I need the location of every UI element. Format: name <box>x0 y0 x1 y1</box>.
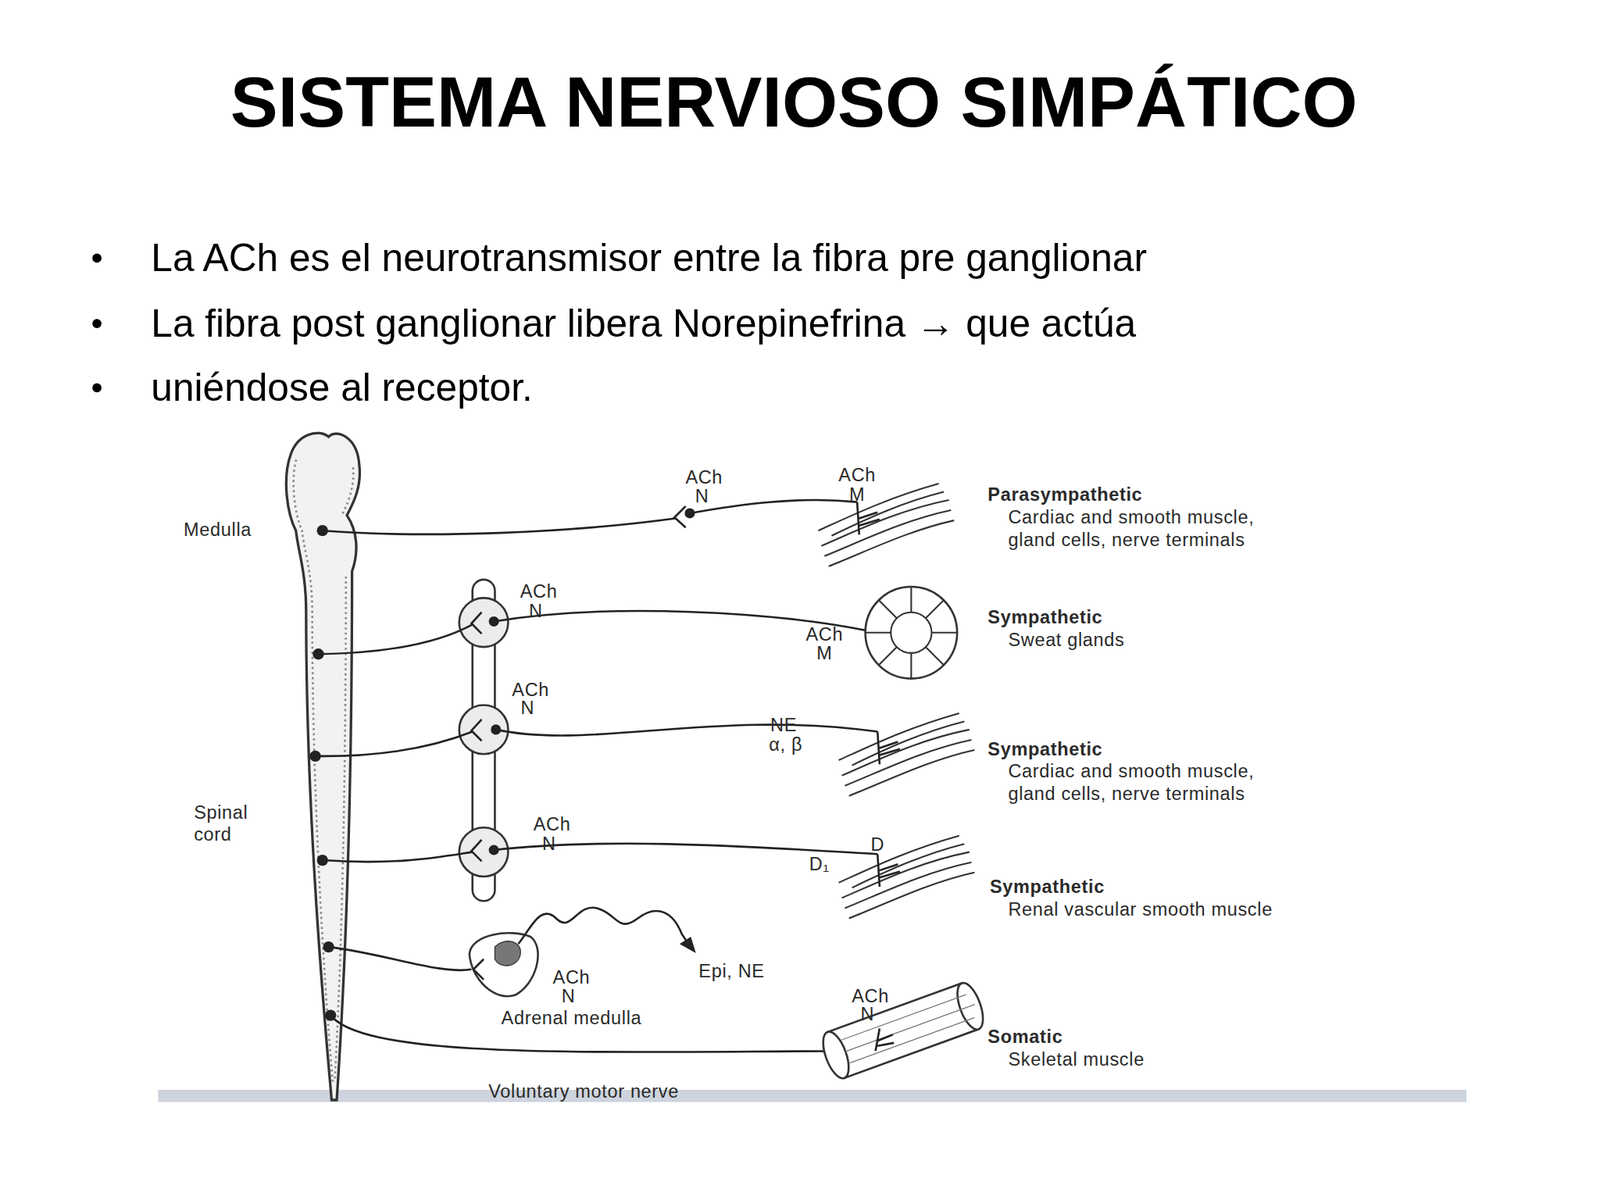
smooth-muscle <box>839 713 975 797</box>
receptor-label: N <box>561 984 576 1008</box>
organ-label: Adrenal medulla <box>501 1007 643 1030</box>
bullet-text: La fibra post ganglionar libera Norepine… <box>150 300 1136 347</box>
neurotransmitter-label: NE <box>770 714 797 737</box>
target-description: Skeletal muscle <box>1007 1047 1144 1071</box>
receptor-label: α, β <box>768 733 803 757</box>
receptor-label: N <box>528 600 543 623</box>
bullet-text: uniéndose al receptor. <box>150 364 533 411</box>
neurotransmitter-label: ACh <box>851 984 890 1008</box>
region-label: Spinal cord <box>193 800 258 846</box>
synapse-symbol <box>471 719 482 741</box>
synapse-symbol <box>471 612 482 634</box>
preganglionic-fiber <box>315 731 473 756</box>
preganglionic-fiber <box>328 946 472 971</box>
synapse-symbol <box>674 506 686 528</box>
division-heading: Sympathetic <box>987 737 1103 761</box>
skeletal-muscle <box>817 979 989 1082</box>
region-label: Medulla <box>183 518 252 542</box>
target-description: Renal vascular smooth muscle <box>1007 897 1272 921</box>
hormone-release <box>518 907 689 944</box>
division-heading: Somatic <box>987 1025 1063 1049</box>
division-heading: Sympathetic <box>989 875 1105 899</box>
cord-texture <box>293 457 354 1082</box>
receptor-label: N <box>520 696 535 720</box>
neurotransmitter-label: ACh <box>838 464 876 487</box>
target-description: Sweat glands <box>1007 628 1125 652</box>
slide-title: SISTEMA NERVIOSO SIMPÁTICO <box>230 59 1358 146</box>
preganglionic-fiber <box>322 852 473 863</box>
ganglion <box>459 597 509 647</box>
synapse-symbol <box>471 839 482 861</box>
bullet-dot <box>92 318 102 329</box>
smooth-muscle <box>818 483 955 567</box>
preganglionic-fiber <box>322 518 676 535</box>
bullet-dot <box>92 253 102 264</box>
receptor-label: N <box>695 484 710 508</box>
nerve-label: Voluntary motor nerve <box>488 1080 679 1104</box>
receptor-label: N <box>860 1003 875 1026</box>
bullet-dot <box>92 382 102 393</box>
neurotransmitter-label: ACh <box>511 678 550 702</box>
bullet-text: La ACh es el neurotransmisor entre la fi… <box>150 234 1147 282</box>
neurotransmitter-label: ACh <box>533 813 572 836</box>
postganglionic-fiber <box>496 725 878 736</box>
vascular-smooth-muscle <box>839 835 975 919</box>
neurotransmitter-label: D <box>870 833 885 857</box>
arrow-head <box>679 936 697 954</box>
receptor-label: D₁ <box>809 853 830 876</box>
target-description: Cardiac and smooth muscle, gland cells, … <box>1007 506 1304 551</box>
adrenal-gland <box>469 932 539 997</box>
postganglionic-fiber <box>689 500 858 514</box>
bottom-bar <box>157 1089 1466 1103</box>
receptor-label: M <box>849 483 865 507</box>
receptor-label: M <box>816 642 833 665</box>
division-heading: Sympathetic <box>987 606 1103 629</box>
synapse-symbol <box>473 959 484 980</box>
neurotransmitter-label: ACh <box>520 580 558 604</box>
neurotransmitter-label: ACh <box>806 623 844 647</box>
target-description: Cardiac and smooth muscle, gland cells, … <box>1007 760 1304 805</box>
division-heading: Parasympathetic <box>987 483 1143 507</box>
neurotransmitter-label: ACh <box>685 466 723 490</box>
adrenal-cells <box>494 941 521 966</box>
preganglionic-fiber <box>318 624 473 654</box>
motor-end-plate <box>875 1028 895 1052</box>
neurotransmitter-label: ACh <box>553 966 591 990</box>
receptor-label: N <box>542 832 557 856</box>
sweat-gland <box>865 586 958 679</box>
hormone-label: Epi, NE <box>698 960 765 983</box>
